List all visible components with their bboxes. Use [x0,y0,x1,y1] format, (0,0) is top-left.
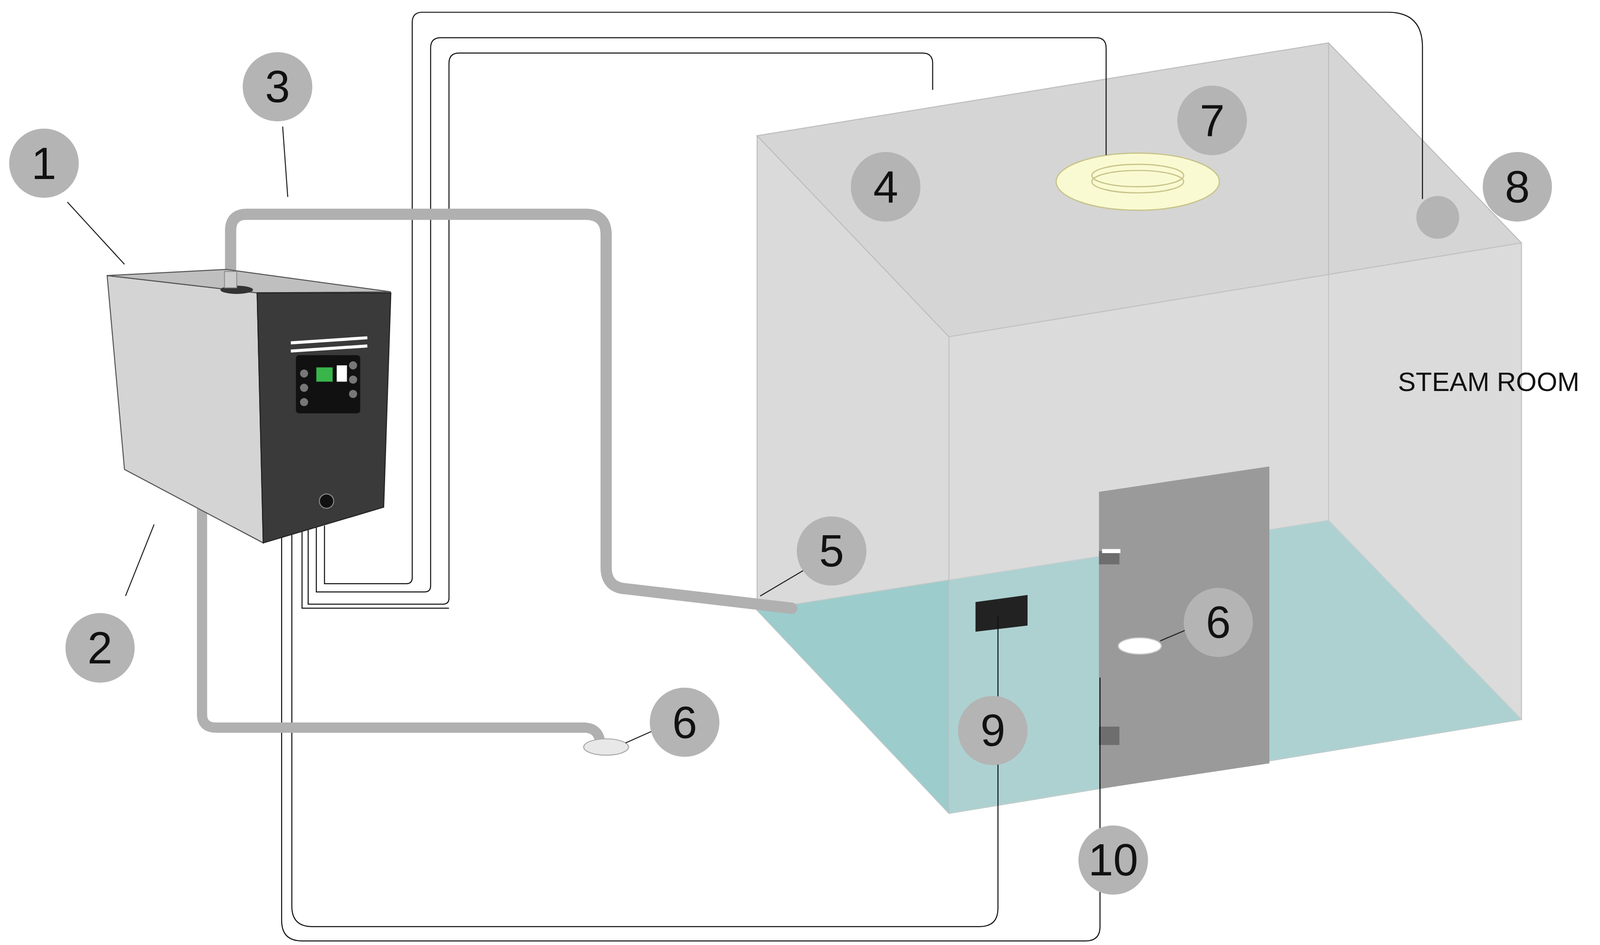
callout-text: 4 [873,164,899,210]
callout-number: 3 [242,52,313,122]
callout-text: 1 [31,141,57,186]
callout-number: 8 [1482,152,1553,222]
callout-text: 2 [87,625,113,671]
drain [583,739,629,756]
callout-number: 10 [1078,825,1149,896]
steam-generator [107,269,391,543]
callout-text: 5 [819,528,845,574]
callout-text: 7 [1199,97,1225,143]
callout-text: 10 [1088,837,1139,883]
floor-drain [1118,637,1162,655]
callout-number: 6 [1183,587,1254,658]
callout-number: 6 [649,687,720,758]
temperature-sensor [1416,195,1460,240]
leader-lines [67,126,1187,743]
callout-text: 6 [1205,599,1231,645]
callout-text: 6 [672,700,698,746]
steam-pipe [230,214,793,609]
callout-text: 8 [1504,164,1530,210]
callout-number: 2 [65,613,136,683]
control-wires [281,12,1423,942]
callout-number: 4 [850,152,921,222]
room-label: STEAM ROOM [1398,367,1580,397]
control-panel [975,594,1028,632]
callout-number: 7 [1177,85,1247,156]
callout-number: 5 [796,516,867,587]
ceiling-light [1055,152,1220,211]
callout-text: 3 [265,64,291,109]
glass-door [1099,466,1270,790]
steam-room [756,43,1522,814]
callout-text: 9 [980,707,1006,753]
callout-number: 9 [957,696,1028,766]
callout-number: 1 [9,128,79,199]
